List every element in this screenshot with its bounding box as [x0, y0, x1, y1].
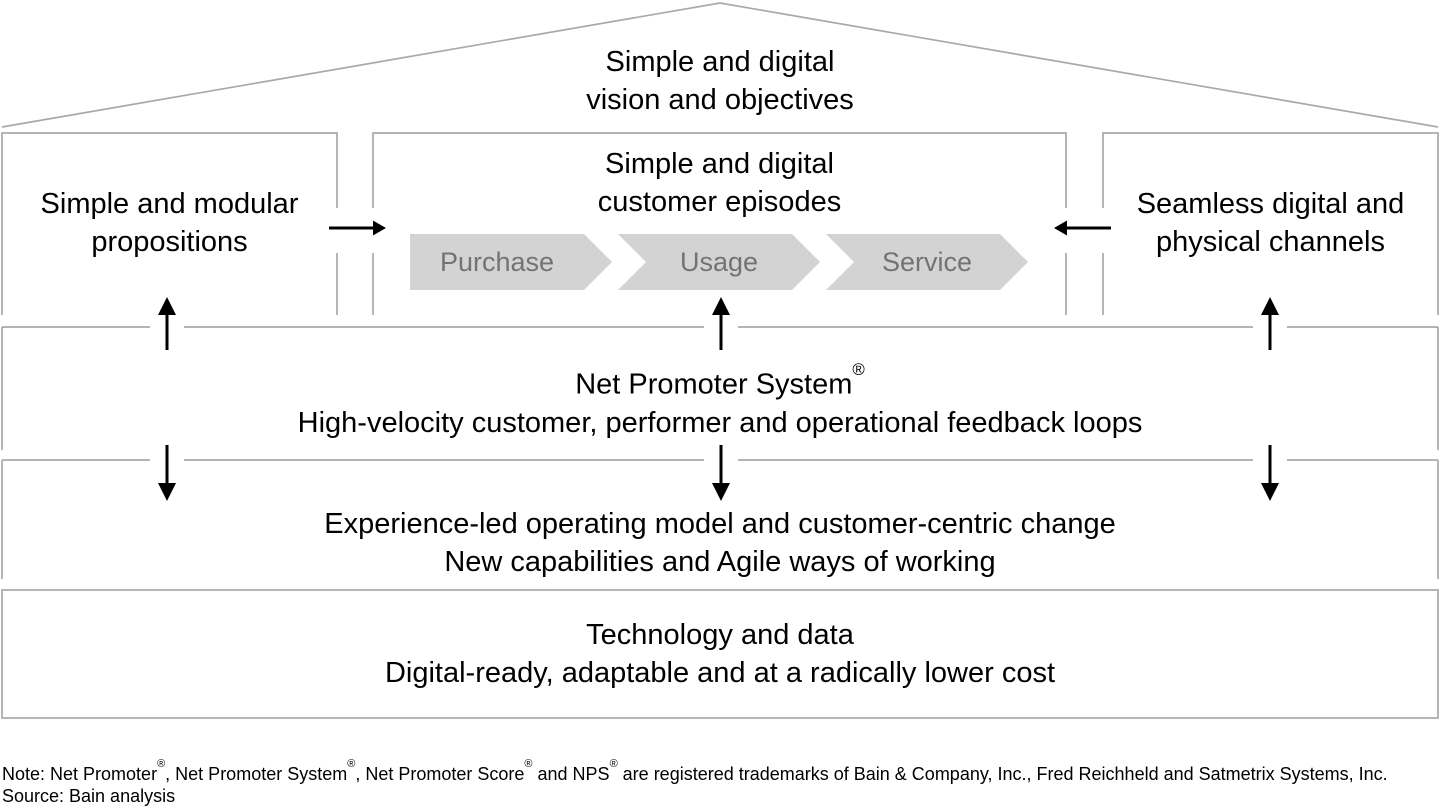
registered-mark: ®: [609, 758, 618, 770]
experience-band-label: Experience-led operating model and custo…: [0, 505, 1440, 581]
arrow-down-center: [712, 445, 730, 501]
roof-title-line1: Simple and digital: [605, 46, 835, 78]
footnote-text: , Net Promoter System: [165, 764, 348, 784]
footnote: Note: Net Promoter®, Net Promoter System…: [2, 757, 1388, 787]
technology-band-line1: Technology and data: [586, 619, 854, 651]
nps-band-title: Net Promoter System®: [0, 359, 1440, 404]
footnote-text: and NPS: [532, 764, 610, 784]
footnote-text: , Net Promoter Score: [355, 764, 525, 784]
right-box-line2: physical channels: [1156, 226, 1385, 258]
chevron-service: Service: [826, 234, 1028, 290]
arrow-down-right: [1261, 445, 1279, 501]
arrow-up-center: [712, 297, 730, 350]
arrow-up-right: [1261, 297, 1279, 350]
source-line: Source: Bain analysis: [2, 786, 176, 806]
nps-band-label: Net Promoter System® High-velocity custo…: [0, 359, 1440, 442]
center-box-title: Simple and digital customer episodes: [373, 145, 1066, 221]
nps-band-subtitle: High-velocity customer, performer and op…: [297, 406, 1143, 439]
roof-title: Simple and digital vision and objectives: [0, 43, 1440, 119]
center-box-line2: customer episodes: [597, 186, 842, 218]
arrow-up-left: [158, 297, 176, 350]
registered-mark: ®: [347, 758, 356, 770]
nps-band-title-text: Net Promoter System: [575, 368, 853, 401]
chevron-purchase-label: Purchase: [439, 247, 555, 277]
chevron-usage: Usage: [618, 234, 820, 290]
chevron-usage-label: Usage: [679, 247, 759, 277]
nps-registered-mark: ®: [852, 360, 865, 380]
roof-title-line2: vision and objectives: [586, 84, 854, 116]
center-box-line1: Simple and digital: [605, 148, 834, 180]
registered-mark: ®: [524, 758, 533, 770]
footnote-text: Note: Net Promoter: [2, 764, 158, 784]
chevron-purchase: Purchase: [410, 234, 612, 290]
right-box-line1: Seamless digital and: [1136, 188, 1405, 220]
left-box-label: Simple and modular propositions: [2, 185, 337, 261]
footnote-text: are registered trademarks of Bain & Comp…: [617, 764, 1388, 784]
right-box-label: Seamless digital and physical channels: [1103, 185, 1438, 261]
arrow-down-left: [158, 445, 176, 501]
experience-band-line1: Experience-led operating model and custo…: [324, 508, 1116, 540]
left-box-line1: Simple and modular: [40, 188, 299, 220]
technology-band-label: Technology and data Digital-ready, adapt…: [0, 616, 1440, 692]
registered-mark: ®: [157, 758, 166, 770]
arrow-left-to-center: [329, 220, 386, 236]
technology-band-line2: Digital-ready, adaptable and at a radica…: [384, 657, 1056, 689]
experience-band-line2: New capabilities and Agile ways of worki…: [444, 546, 996, 578]
chevron-service-label: Service: [881, 247, 973, 277]
left-box-line2: propositions: [91, 226, 248, 258]
